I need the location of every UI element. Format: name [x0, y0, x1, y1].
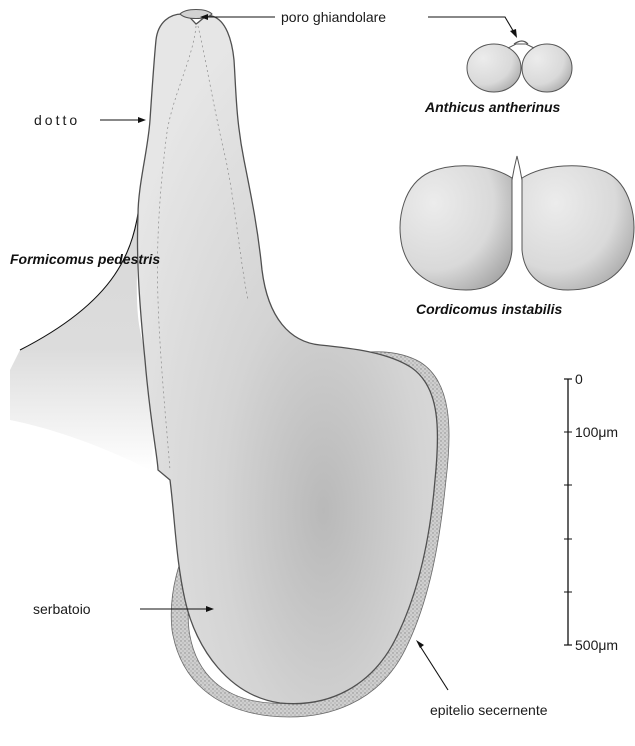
species-cordicomus: Cordicomus instabilis	[416, 301, 562, 317]
anthicus-lobe-left	[467, 44, 521, 92]
species-anthicus: Anthicus antherinus	[424, 99, 561, 115]
cordicomus-lobe-left	[400, 166, 512, 290]
epitelio-arrowhead	[416, 640, 424, 648]
scale-label-0: 0	[575, 371, 583, 387]
cordicomus-gland	[400, 156, 634, 290]
dotto-arrowhead	[138, 117, 146, 123]
scale-label-500: 500μm	[575, 637, 618, 653]
poro-anthicus-leader	[428, 17, 515, 34]
epitelio-leader	[420, 646, 448, 690]
scale-label-100: 100μm	[575, 424, 618, 440]
species-formicomus: Formicomus pedestris	[10, 251, 160, 267]
label-poro-ghiandolare: poro ghiandolare	[281, 9, 386, 25]
poro-anthicus-arrowhead	[510, 29, 517, 38]
anthicus-lobe-right	[522, 44, 572, 92]
anthicus-gland	[467, 41, 572, 92]
label-serbatoio: serbatoio	[33, 601, 91, 617]
scale-bar: 0 100μm 500μm	[564, 371, 618, 653]
label-epitelio-secernente: epitelio secernente	[430, 702, 548, 718]
cordicomus-lobe-right	[522, 166, 634, 290]
anthicus-neck	[508, 44, 534, 48]
label-dotto: dotto	[34, 112, 80, 128]
cordicomus-pore	[512, 156, 522, 180]
